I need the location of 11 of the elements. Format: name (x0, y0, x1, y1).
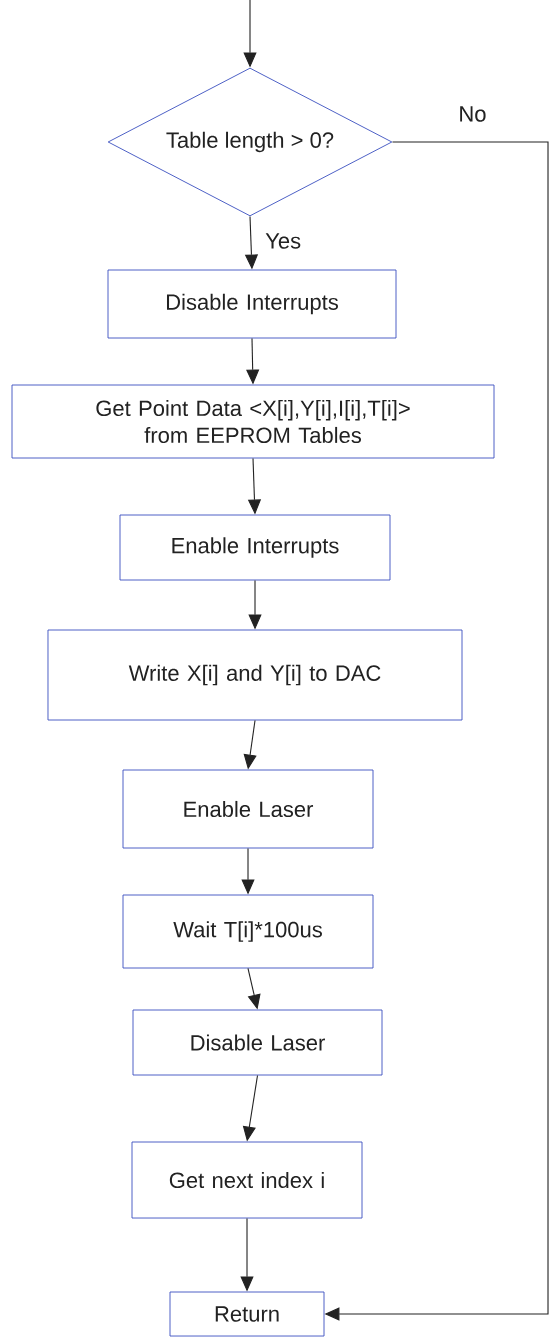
process-box: Get next index i (131, 1141, 363, 1219)
process-box: Disable Interrupts (107, 269, 397, 339)
process-box: Disable Laser (132, 1009, 383, 1076)
process-box: Get Point Data <X[i],Y[i],I[i],T[i]> from EEPROM Tables (11, 384, 495, 459)
process-box: Enable Interrupts (119, 514, 391, 581)
edge-label: Yes (264, 232, 303, 250)
process-box: Return (169, 1291, 325, 1337)
process-box: Wait T[i]*100us (122, 894, 374, 969)
process-box: Enable Laser (122, 769, 374, 849)
process-box: Write X[i] and Y[i] to DAC (47, 629, 463, 721)
edge-label: No (457, 105, 488, 123)
